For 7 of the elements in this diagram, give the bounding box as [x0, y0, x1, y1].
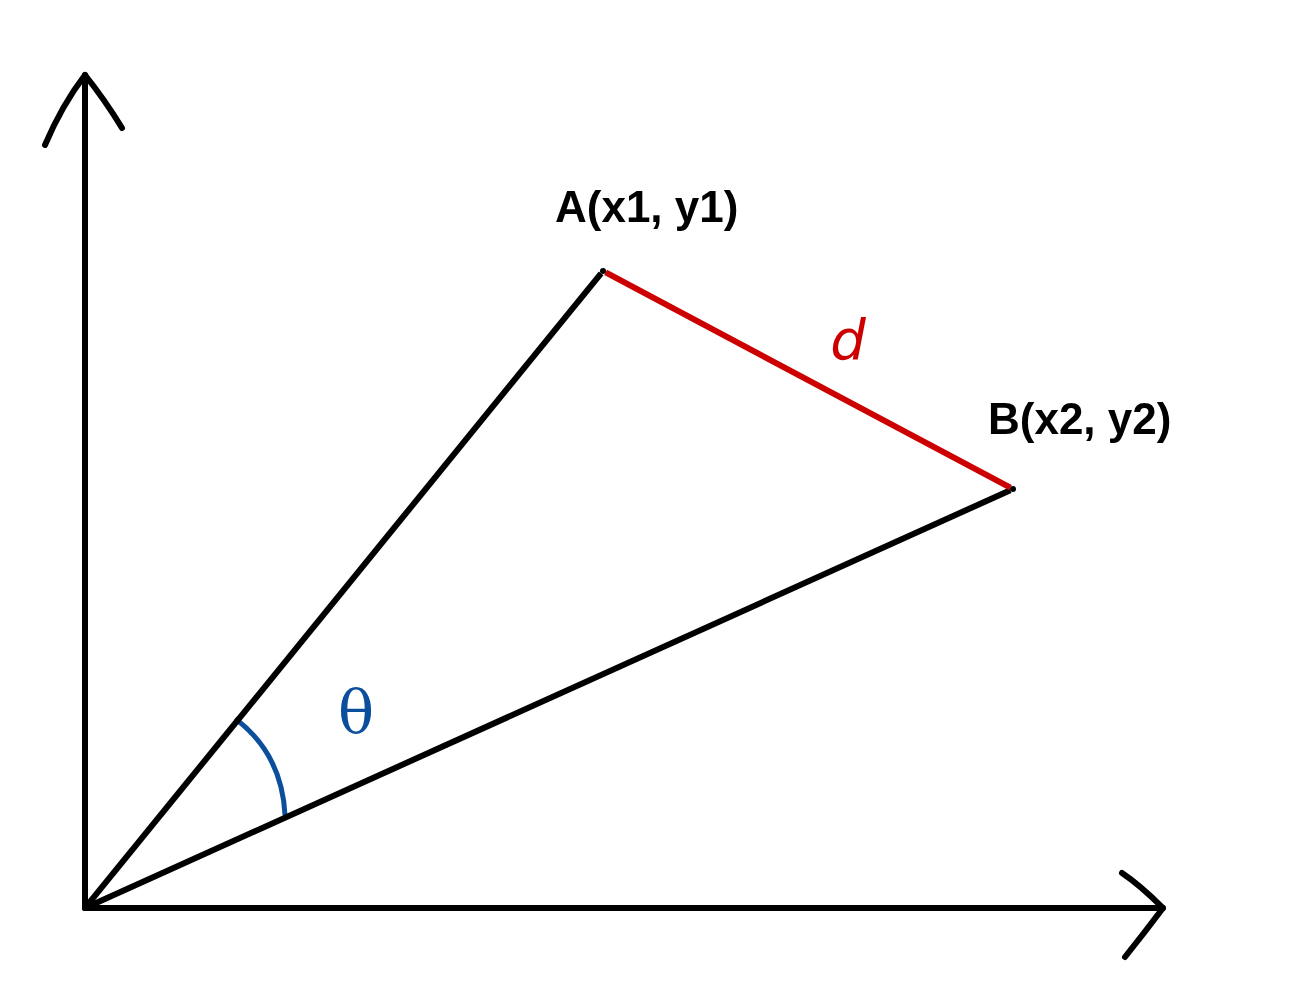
- line-segment: [604, 269, 1012, 491]
- vertex-point: [600, 268, 606, 274]
- edge-label: d: [830, 312, 866, 368]
- point-label: B(x2, y2): [988, 397, 1172, 441]
- vertex-point: [1010, 486, 1016, 492]
- point-label: A(x1, y1): [555, 185, 739, 229]
- angle-label: θ: [337, 682, 375, 742]
